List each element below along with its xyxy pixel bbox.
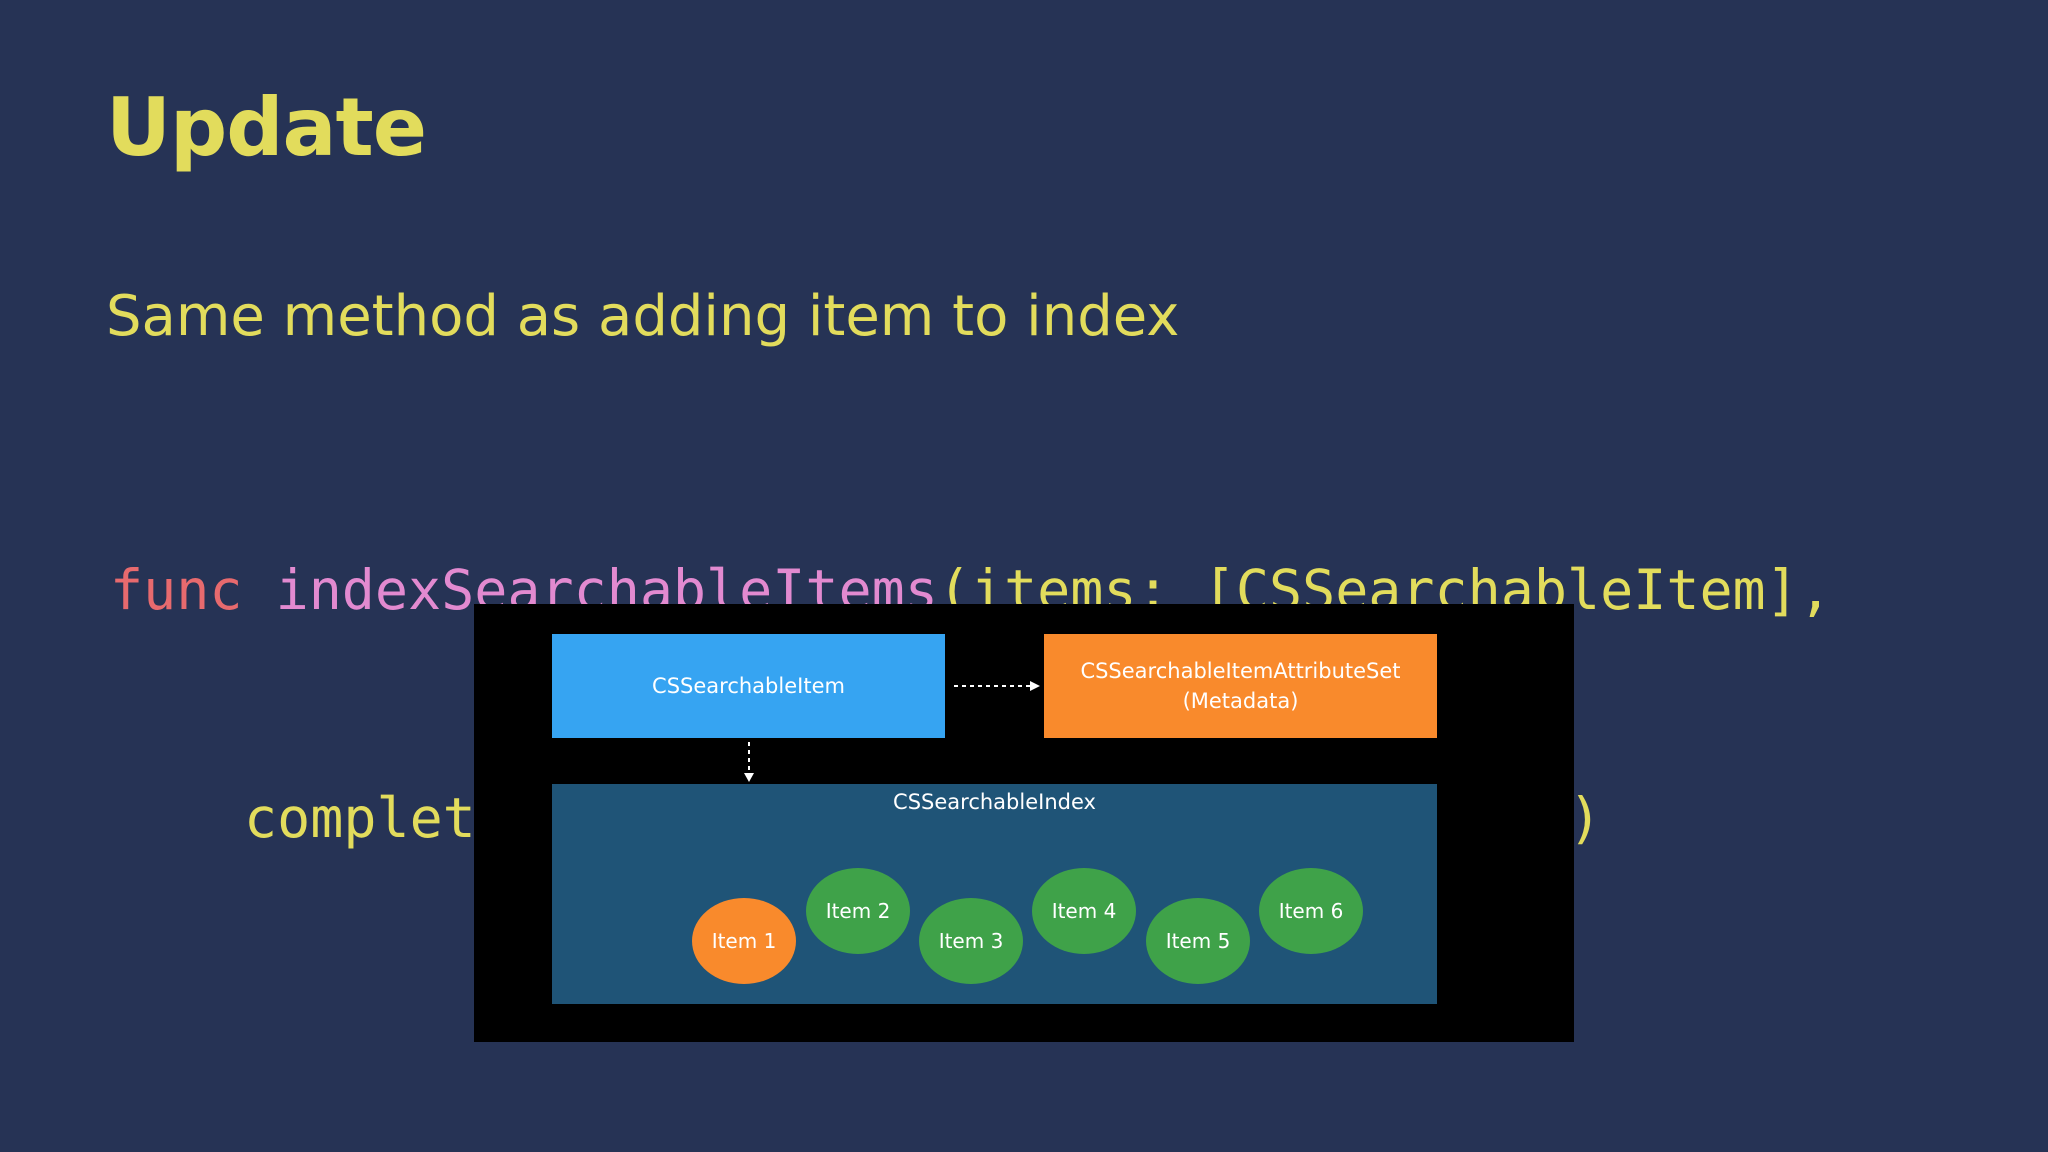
- searchable-item-box: CSSearchableItem: [552, 634, 945, 738]
- index-item-1: Item 1: [692, 898, 796, 984]
- arrow-to-index: [744, 742, 754, 782]
- slide-subtitle: Same method as adding item to index: [106, 284, 1180, 349]
- index-item-2: Item 2: [806, 868, 910, 954]
- attribute-set-box: CSSearchableItemAttributeSet (Metadata): [1044, 634, 1437, 738]
- index-item-6: Item 6: [1259, 868, 1363, 954]
- attribute-set-label: CSSearchableItemAttributeSet: [1080, 658, 1401, 683]
- searchable-index-label: CSSearchableIndex: [893, 790, 1096, 814]
- index-item-5: Item 5: [1146, 898, 1250, 984]
- index-item-3: Item 3: [919, 898, 1023, 984]
- slide-title: Update: [106, 81, 427, 174]
- attribute-set-note: (Metadata): [1182, 689, 1299, 713]
- arrow-to-attribute-set: [954, 681, 1040, 691]
- core-spotlight-diagram: CSSearchableItem CSSearchableItemAttribu…: [474, 604, 1574, 1042]
- code-keyword: func: [110, 558, 243, 622]
- index-item-4: Item 4: [1032, 868, 1136, 954]
